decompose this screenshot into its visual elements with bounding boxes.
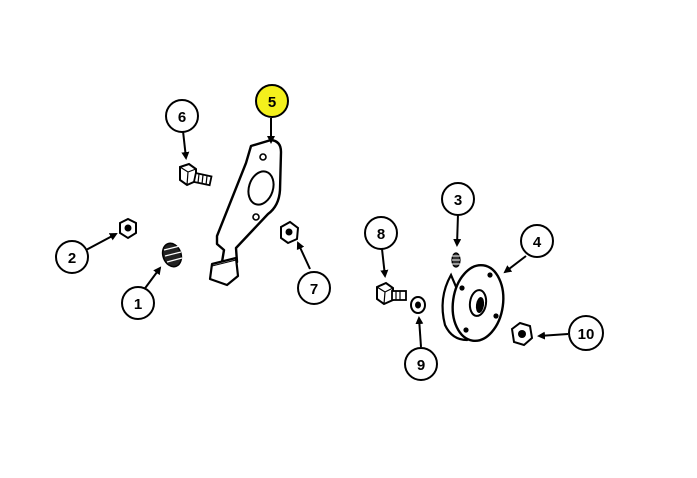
svg-text:5: 5 [268,94,276,111]
washer-part [410,296,426,314]
lock-nut-part [280,220,300,245]
arrow-6 [181,130,190,160]
arrow-7 [296,241,311,270]
svg-text:6: 6 [178,109,186,126]
callout-7[interactable]: 7 [297,271,331,305]
callout-4[interactable]: 4 [520,224,554,258]
svg-text:8: 8 [377,226,385,243]
svg-text:9: 9 [417,357,425,374]
callout-9[interactable]: 9 [404,347,438,381]
arrow-1 [142,266,162,292]
callout-6[interactable]: 6 [165,99,199,133]
flange-nut-part [510,321,534,347]
callout-3[interactable]: 3 [441,182,475,216]
leader-arrows [85,118,569,348]
svg-text:2: 2 [68,250,76,267]
arrow-4 [503,255,527,274]
callout-8[interactable]: 8 [364,216,398,250]
svg-text:4: 4 [533,234,542,251]
arrow-3 [453,213,462,247]
hub-flange-part [441,264,505,342]
bolt-part [376,281,407,306]
callout-1[interactable]: 1 [121,286,155,320]
svg-text:7: 7 [310,281,318,298]
hex-nut-part [119,217,137,240]
arrow-9 [415,316,424,348]
callout-10[interactable]: 10 [568,315,604,351]
bracket-plate-part [208,138,283,287]
arrow-10 [537,331,569,340]
small-set-screw-part [451,252,461,268]
svg-text:1: 1 [134,296,142,313]
svg-text:10: 10 [578,326,595,343]
callout-5[interactable]: 5 [255,84,289,118]
svg-text:3: 3 [454,192,462,209]
set-screw-part [161,242,183,268]
arrow-2 [85,233,118,251]
arrow-8 [380,248,389,278]
callout-2[interactable]: 2 [55,240,89,274]
cap-screw-part [179,162,213,187]
